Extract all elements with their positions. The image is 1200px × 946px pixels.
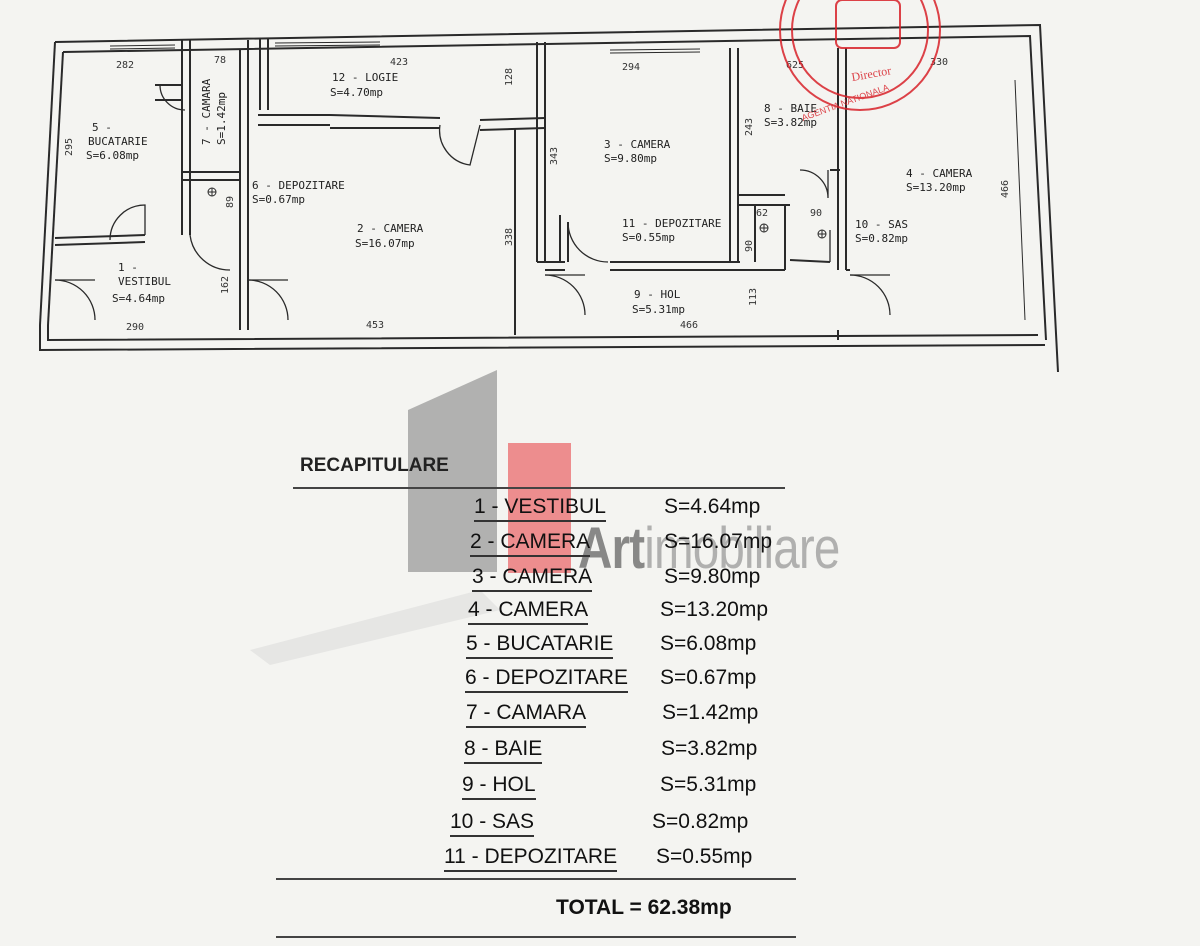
summary-row-value: S=16.07mp [664, 530, 772, 553]
summary-row-value: S=6.08mp [660, 632, 757, 655]
dim-label: 466 [680, 320, 698, 331]
room-8-name: 8 - BAIE [764, 102, 817, 115]
summary-row-label: 7 - CAMARA [466, 701, 587, 728]
dim-label: 294 [622, 62, 640, 73]
summary-row-label: 8 - BAIE [464, 737, 543, 764]
room-6-name: 6 - DEPOZITARE [252, 179, 345, 192]
summary-row-label: 9 - HOL [462, 773, 536, 800]
dim-label: 78 [214, 55, 226, 66]
windows [109, 41, 1026, 321]
dim-label: 343 [549, 147, 560, 165]
dim-label: 423 [390, 57, 408, 68]
room-1-name: 1 - [118, 261, 138, 274]
room-6-area: S=0.67mp [252, 193, 305, 206]
total-bottom-rule [276, 936, 796, 938]
dim-label: 243 [744, 118, 755, 136]
room-2-area: S=16.07mp [355, 237, 415, 250]
dim-label: 338 [504, 228, 515, 246]
room-5-area: S=6.08mp [86, 149, 139, 162]
summary-row-value: S=13.20mp [660, 598, 768, 621]
summary-row-value: S=4.64mp [664, 495, 761, 518]
room-3-name: 3 - CAMERA [604, 138, 671, 151]
room-10-name: 10 - SAS [855, 218, 908, 231]
summary-row-value: S=5.31mp [660, 773, 757, 796]
interior-walls [54, 38, 850, 340]
room-3-area: S=9.80mp [604, 152, 657, 165]
dim-label: 290 [126, 322, 144, 333]
room-5-name: 5 - [92, 121, 112, 134]
summary-row-value: S=1.42mp [662, 701, 759, 724]
room-9-area: S=5.31mp [632, 303, 685, 316]
room-8-area: S=3.82mp [764, 116, 817, 129]
dim-label: 89 [225, 196, 236, 208]
room-1-area: S=4.64mp [112, 292, 165, 305]
summary-row-label: 2 - CAMERA [470, 530, 591, 557]
room-2-name: 2 - CAMERA [357, 222, 424, 235]
room-4-area: S=13.20mp [906, 181, 966, 194]
dim-label: 466 [1000, 180, 1011, 198]
room-10-area: S=0.82mp [855, 232, 908, 245]
dim-label: 90 [810, 208, 822, 219]
room-11-name: 11 - DEPOZITARE [622, 217, 721, 230]
room-1-name2: VESTIBUL [118, 275, 171, 288]
summary-title: RECAPITULARE [300, 455, 449, 476]
dim-label: 162 [220, 276, 231, 294]
summary-total: TOTAL = 62.38mp [556, 896, 732, 919]
summary-row-value: S=9.80mp [664, 565, 761, 588]
summary-title-underline [293, 487, 785, 489]
dim-label: 295 [64, 138, 75, 156]
summary-row-label: 3 - CAMERA [472, 565, 593, 592]
dim-label: 453 [366, 320, 384, 331]
room-9-name: 9 - HOL [634, 288, 681, 301]
summary-row-label: 4 - CAMERA [468, 598, 589, 625]
summary-row-label: 11 - DEPOZITARE [444, 845, 618, 872]
dim-label: 128 [504, 68, 515, 86]
room-12-area: S=4.70mp [330, 86, 383, 99]
summary-row-value: S=0.67mp [660, 666, 757, 689]
summary-row-label: 6 - DEPOZITARE [465, 666, 628, 693]
room-11-area: S=0.55mp [622, 231, 675, 244]
summary-row-label: 5 - BUCATARIE [466, 632, 614, 659]
room-7-area: S=1.42mp [215, 92, 228, 145]
room-7-name: 7 - CAMARA [200, 78, 213, 145]
dim-label: 282 [116, 60, 134, 71]
total-top-rule [276, 878, 796, 880]
dim-label: 62 [756, 208, 768, 219]
room-labels: 1 - VESTIBUL S=4.64mp 2 - CAMERA S=16.07… [86, 71, 973, 316]
dim-label: 90 [744, 240, 755, 252]
summary-row-label: 1 - VESTIBUL [474, 495, 606, 522]
room-12-name: 12 - LOGIE [332, 71, 398, 84]
vent-symbols [207, 187, 827, 239]
dimension-labels: 282 78 423 128 294 625 330 295 343 243 4… [64, 55, 1011, 333]
dim-label: 113 [748, 288, 759, 306]
stamp-text: Director [850, 63, 892, 84]
doors [54, 84, 891, 321]
summary-row-label: 10 - SAS [450, 810, 535, 837]
outer-walls [39, 23, 1059, 373]
summary-row-value: S=3.82mp [661, 737, 758, 760]
summary-row-value: S=0.55mp [656, 845, 753, 868]
summary-row-value: S=0.82mp [652, 810, 749, 833]
dim-label: 625 [786, 60, 804, 71]
room-4-name: 4 - CAMERA [906, 167, 973, 180]
dim-label: 330 [930, 57, 948, 68]
room-5-name2: BUCATARIE [88, 135, 148, 148]
